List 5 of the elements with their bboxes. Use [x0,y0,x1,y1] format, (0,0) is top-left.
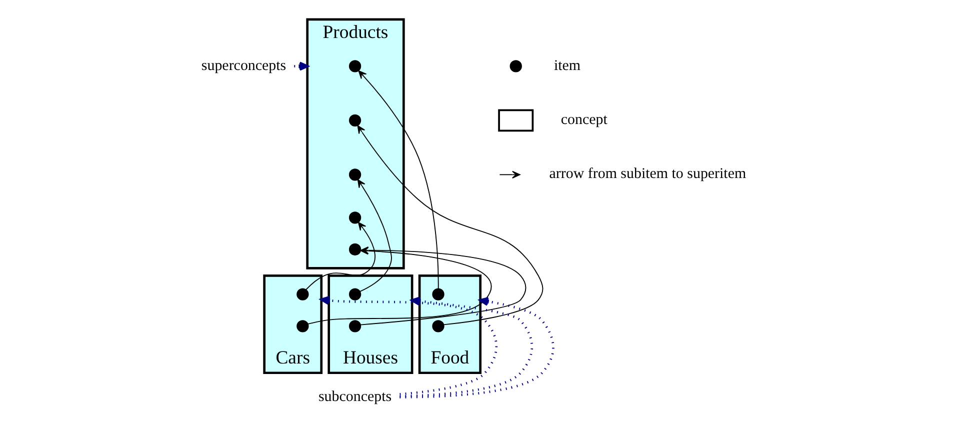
node-text: subconcepts [318,388,392,405]
node-text: superconcepts [200,58,286,74]
legend-label: concept [560,112,607,128]
legend-label: arrow from subitem to superitem [548,166,746,182]
legend-label: item [554,58,580,74]
